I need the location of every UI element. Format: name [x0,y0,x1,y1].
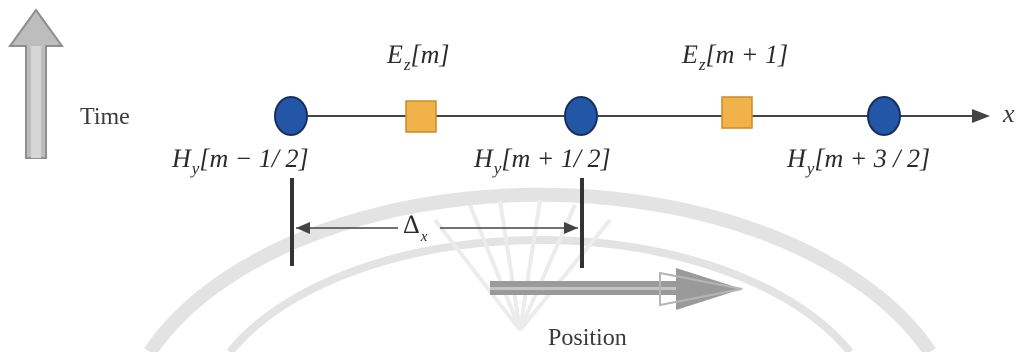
ez-label-2: Ez[m + 1] [682,40,789,74]
delta-x-label: Δx [403,210,428,245]
delta-right-arrowhead-icon [564,222,578,234]
position-arrow-icon [490,268,743,310]
hy-label-3: Hy[m + 3 / 2] [787,144,931,178]
hy-node-1 [274,96,308,136]
watermark-seal [144,187,936,356]
ez-node-1 [405,100,437,133]
ez-node-2 [721,96,753,129]
time-label: Time [80,104,130,130]
ez-label-1: Ez[m] [387,40,450,74]
hy-node-2 [564,96,598,136]
x-axis-label: x [1003,99,1015,128]
watermark-rays [433,199,612,332]
position-label: Position [548,325,627,351]
hy-label-1: Hy[m − 1/ 2] [172,144,309,178]
hy-node-3 [867,96,901,136]
hy-label-2: Hy[m + 1/ 2] [474,144,611,178]
delta-left-arrowhead-icon [296,222,310,234]
time-arrow-icon [8,8,64,159]
x-axis-arrowhead-icon [972,109,990,123]
